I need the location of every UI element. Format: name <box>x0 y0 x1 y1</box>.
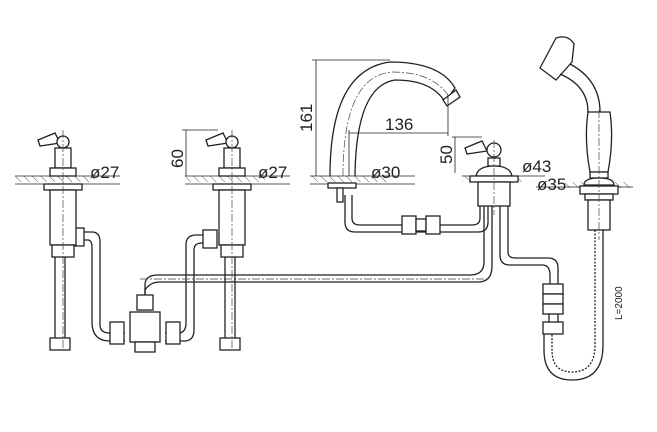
valve-height-label: 60 <box>168 149 187 168</box>
diverter-base-diameter-label: ø35 <box>537 175 566 194</box>
hose-length-label: L=2000 <box>614 286 625 320</box>
left-valve <box>37 130 83 350</box>
spout-height-label: 161 <box>297 104 316 132</box>
left-valve-diameter-label: ø27 <box>90 163 119 182</box>
middle-valve <box>205 130 252 350</box>
dimension-lines <box>182 59 482 176</box>
fittings <box>49 215 564 353</box>
pipes <box>54 195 559 342</box>
diverter-valve <box>464 140 519 215</box>
middle-valve-diameter-label: ø27 <box>258 163 287 182</box>
spout-reach-label: 136 <box>385 115 413 134</box>
diverter-height-label: 50 <box>437 145 456 164</box>
spout <box>327 61 461 203</box>
hand-shower <box>539 36 619 381</box>
spout-diameter-label: ø30 <box>371 163 400 182</box>
diverter-top-diameter-label: ø43 <box>522 157 551 176</box>
